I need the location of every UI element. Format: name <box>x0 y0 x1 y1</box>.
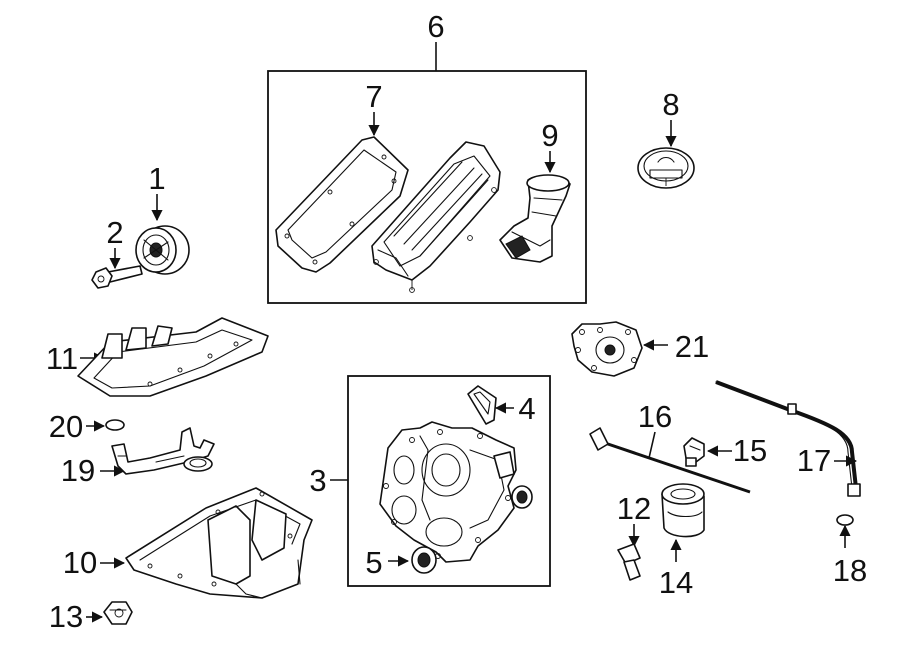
callout-9: 9 <box>541 118 558 153</box>
callout-6: 6 <box>427 9 444 44</box>
pickup-o-ring <box>105 419 125 431</box>
cover-seal-small <box>511 485 533 509</box>
callout-19: 19 <box>61 453 95 488</box>
dipstick-tube <box>715 380 861 497</box>
oil-pickup-tube <box>111 427 215 475</box>
oil-pressure-sensor <box>683 437 705 467</box>
callout-8: 8 <box>662 87 679 122</box>
oil-fill-tube <box>499 174 571 263</box>
timing-cover-group-box <box>347 375 551 587</box>
callout-7: 7 <box>365 79 382 114</box>
callout-11: 11 <box>46 341 78 376</box>
callout-2: 2 <box>106 215 123 250</box>
lower-oil-pan <box>125 487 313 599</box>
callout-4: 4 <box>518 391 535 426</box>
upper-oil-pan <box>77 317 269 397</box>
oil-filler-cap <box>637 147 695 189</box>
callout-5: 5 <box>365 545 382 580</box>
callout-13: 13 <box>49 599 83 634</box>
oil-pump <box>571 321 643 377</box>
valve-cover <box>371 141 501 293</box>
callout-10: 10 <box>63 545 97 580</box>
callout-3: 3 <box>309 463 326 498</box>
timing-cover-gasket <box>467 385 497 425</box>
callout-16: 16 <box>638 399 672 434</box>
callout-21: 21 <box>675 329 709 364</box>
crankshaft-damper <box>135 225 190 275</box>
callout-14: 14 <box>659 565 693 600</box>
callout-15: 15 <box>733 433 767 468</box>
callout-17: 17 <box>797 443 831 478</box>
callout-1: 1 <box>148 161 165 196</box>
damper-bolt <box>91 265 143 289</box>
callout-12: 12 <box>617 491 651 526</box>
crankshaft-front-seal <box>411 546 437 574</box>
oil-filter-adapter-fitting <box>617 543 641 581</box>
oil-drain-plug <box>103 601 133 625</box>
callout-20: 20 <box>49 409 83 444</box>
timing-cover <box>379 421 517 563</box>
oil-dipstick <box>589 427 751 494</box>
callout-18: 18 <box>833 553 867 588</box>
leader-16 <box>648 431 656 459</box>
dipstick-tube-o-ring <box>836 514 854 526</box>
valve-cover-group-box <box>267 70 587 304</box>
oil-filter <box>661 483 705 538</box>
valve-cover-gasket <box>275 136 409 273</box>
